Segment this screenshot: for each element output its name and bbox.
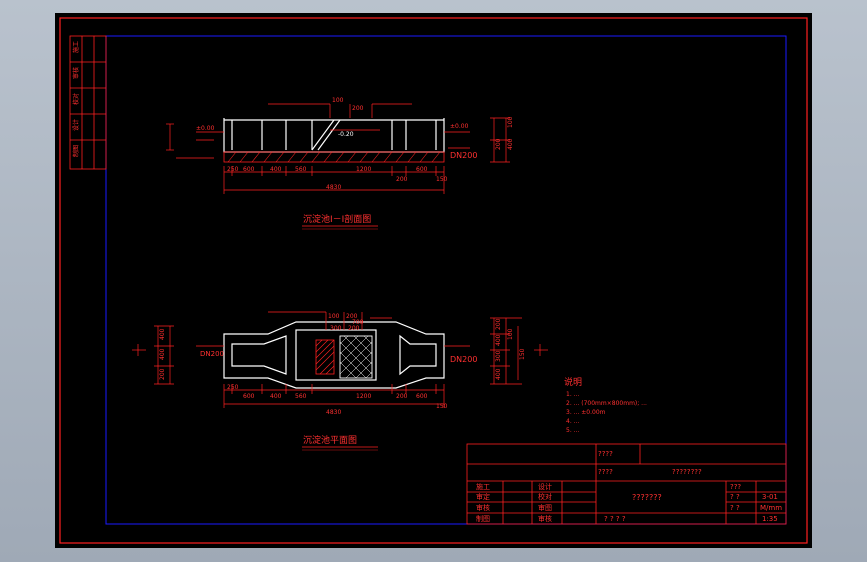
title-cell: ???? [598, 468, 613, 476]
inner-border [105, 35, 787, 525]
dim-label: 560 [295, 393, 307, 400]
total-dim-label: 4830 [326, 409, 341, 416]
dim-label: 400 [270, 393, 282, 400]
dim-label: 150 [436, 176, 448, 183]
dim-label: 250 [227, 384, 239, 391]
dim-label: 600 [416, 166, 428, 173]
dim-label: 100 [507, 116, 514, 128]
dim-label: 400 [270, 166, 282, 173]
role-cell: 校对 [538, 492, 552, 501]
total-dim-label: 4830 [326, 184, 341, 191]
notes-line: 1. ... [566, 391, 579, 398]
notes-line: 5. ... [566, 427, 579, 434]
title-cell: ? ? ? ? [604, 515, 626, 523]
elevation-label: ±0.00 [450, 123, 469, 130]
side-strip-table [69, 35, 107, 170]
drawing-sheet [55, 13, 812, 548]
drawing-name: ??????? [632, 493, 662, 502]
unit-label: M/mm [760, 504, 782, 512]
side-strip-cell: 审核 [72, 67, 80, 79]
dim-label: 200 [159, 368, 166, 380]
dim-label: 560 [295, 166, 307, 173]
dim-label: 200 [346, 313, 358, 320]
plan-title: 沉淀池平面图 [303, 434, 357, 446]
role-cell: 设计 [538, 482, 552, 491]
side-strip-cell: 设计 [72, 119, 80, 131]
role-cell: 审图 [538, 503, 552, 512]
role-cell: 审核 [538, 514, 552, 523]
role-cell: 施工 [476, 482, 490, 491]
dim-label: 400 [159, 328, 166, 340]
dim-label: 200 [396, 176, 408, 183]
elevation-label: ±0.00 [196, 125, 215, 132]
dim-label: 150 [519, 348, 526, 360]
elevation-label: -0.20 [338, 131, 354, 138]
dim-label: 200 [348, 325, 360, 332]
title-cell: ??? [730, 483, 741, 491]
dim-label: 100 [507, 328, 514, 340]
project-name: ???????? [672, 468, 702, 476]
dim-label: 200 [352, 105, 364, 112]
dim-label: 200 [396, 393, 408, 400]
notes-heading: 说明 [564, 376, 582, 388]
section-view: ±0.00 ±0.00 -0.20 DN200 100 200 250 600 … [166, 97, 514, 230]
pipe-label: DN200 [450, 355, 477, 364]
dim-label: 100 [328, 313, 340, 320]
title-cell: ? ? [730, 504, 740, 512]
dim-label: 250 [227, 166, 239, 173]
side-strip-cell: 校对 [72, 93, 80, 105]
title-cell: ? ? [730, 493, 740, 501]
role-cell: 审定 [476, 492, 490, 501]
dim-label: 1200 [356, 393, 371, 400]
dim-label: 200 [495, 138, 502, 150]
title-cell: ???? [598, 450, 613, 458]
dim-label: 300 [495, 350, 502, 362]
side-strip-cell: 制图 [72, 145, 80, 157]
dim-label: 150 [436, 403, 448, 410]
pipe-label: DN200 [200, 350, 224, 358]
notes-line: 4. ... [566, 418, 579, 425]
dim-label: 600 [243, 166, 255, 173]
notes-line: 3. ... ±0.00m [566, 409, 606, 416]
dim-label: 100 [332, 97, 344, 104]
dim-label: 400 [495, 368, 502, 380]
dim-label: 400 [495, 334, 502, 346]
side-strip-cell: 施工 [72, 41, 80, 53]
dim-label: 700 [352, 319, 364, 326]
pipe-label: DN200 [450, 151, 477, 160]
notes-line: 2. ... (700mm×800mm); ... [566, 400, 647, 407]
dim-label: 200 [495, 318, 502, 330]
section-title: 沉淀池Ⅰ－Ⅰ剖面图 [303, 213, 371, 225]
outer-frame [59, 17, 808, 544]
title-block [466, 443, 787, 525]
sheet-number: 3-01 [762, 493, 778, 501]
dim-label: 400 [507, 138, 514, 150]
dim-label: 1200 [356, 166, 371, 173]
dim-label: 600 [243, 393, 255, 400]
notes-block: 说明 1. ... 2. ... (700mm×800mm); ... 3. .… [564, 376, 647, 434]
scale-label: 1:35 [762, 515, 778, 523]
dim-label: 400 [159, 348, 166, 360]
plan-view: DN200 DN200 100 200 300 200 700 250 600 … [132, 311, 548, 451]
role-cell: 审核 [476, 503, 490, 512]
role-cell: 制图 [476, 514, 490, 523]
dim-label: 300 [330, 325, 342, 332]
dim-label: 600 [416, 393, 428, 400]
